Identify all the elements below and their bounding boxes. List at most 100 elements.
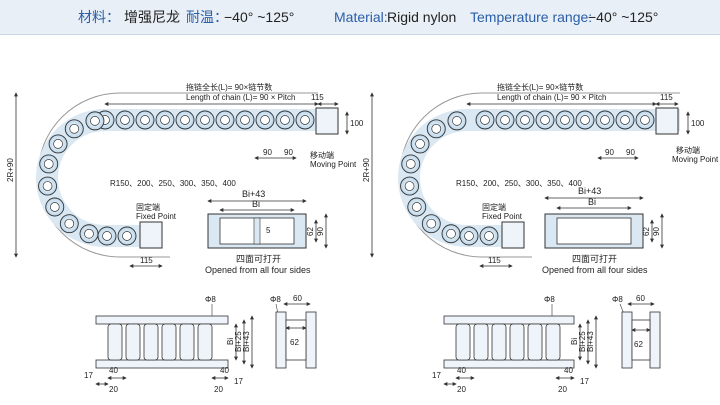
left-section-view: Bi+43 Bi 5 62 90 四面可打开 Opened from all f… bbox=[205, 189, 328, 275]
plan-link bbox=[491, 323, 507, 361]
bl-bottom-bracket bbox=[95, 359, 229, 369]
left-dim-90-b: 90 bbox=[284, 148, 293, 157]
right-dim-115-top: 115 bbox=[660, 93, 673, 102]
left-chain-view: 拖链全长(L)= 90×链节数 Length of chain (L)= 90 … bbox=[6, 82, 364, 268]
bl-top-bracket bbox=[95, 315, 229, 325]
right-chain-links bbox=[400, 110, 655, 246]
chain-link-pin bbox=[64, 218, 75, 229]
chain-link-pin bbox=[220, 115, 230, 125]
left-chain-links bbox=[38, 110, 315, 246]
left-dim-115-bottom: 115 bbox=[140, 256, 153, 265]
br-20b: 20 bbox=[558, 385, 567, 394]
chain-link-pin bbox=[49, 202, 60, 212]
bl-40b: 40 bbox=[220, 366, 229, 375]
chain-link-pin bbox=[452, 116, 462, 126]
brb-right-plate bbox=[649, 311, 661, 369]
left-fixed-cn: 固定端 bbox=[136, 202, 160, 212]
right-fixed-en: Fixed Point bbox=[482, 212, 523, 221]
chain-link-pin bbox=[53, 139, 63, 149]
right-dim-100: 100 bbox=[691, 119, 705, 128]
blb-body bbox=[285, 319, 307, 361]
plan-link bbox=[527, 323, 543, 361]
right-dim-115-bottom: 115 bbox=[488, 256, 501, 265]
temp-value-en: −40° ~125° bbox=[588, 9, 659, 25]
temp-label-en: Temperature range: bbox=[470, 9, 593, 25]
left-fixed-bracket bbox=[139, 221, 163, 249]
chain-link-pin bbox=[480, 115, 490, 125]
left-sec-90: 90 bbox=[316, 227, 325, 236]
chain-link-pin bbox=[300, 115, 310, 125]
br-bottom-bracket bbox=[443, 359, 575, 369]
left-dim-90-a: 90 bbox=[263, 148, 272, 157]
plan-link bbox=[545, 323, 561, 361]
bl-20b: 20 bbox=[214, 385, 223, 394]
blb-60: 60 bbox=[293, 294, 302, 303]
chain-link-pin bbox=[640, 115, 650, 125]
plan-link bbox=[125, 323, 141, 361]
left-radius: R150、200、250、300、350、400 bbox=[110, 179, 236, 188]
bl-plan-links bbox=[107, 323, 213, 361]
chain-link-pin bbox=[426, 218, 437, 229]
left-caption-cn: 四面可打开 bbox=[236, 253, 281, 264]
brb-left-plate bbox=[621, 311, 633, 369]
bl-17: 17 bbox=[84, 371, 93, 380]
right-fixed-bracket bbox=[501, 221, 525, 249]
bl-bi25: Bi+25 bbox=[234, 331, 243, 352]
chain-link-pin bbox=[200, 115, 210, 125]
right-radius: R150、200、250、300、350、400 bbox=[456, 179, 582, 188]
right-sec-62: 62 bbox=[642, 227, 651, 236]
left-moving-cn: 移动端 bbox=[310, 150, 334, 160]
bl-17b: 17 bbox=[234, 377, 243, 386]
chain-link-pin bbox=[560, 115, 570, 125]
chain-link-pin bbox=[464, 231, 474, 241]
chain-link-pin bbox=[43, 159, 54, 169]
chain-link-pin bbox=[484, 231, 494, 241]
left-dim-100: 100 bbox=[350, 119, 364, 128]
bottom-left-plan: Φ8 Bi Bi+25 Bi+43 17 40 20 40 20 17 bbox=[84, 295, 254, 394]
right-sec-90: 90 bbox=[652, 227, 661, 236]
br-top-bracket bbox=[443, 315, 575, 325]
right-section-inner bbox=[556, 217, 632, 245]
bottom-left-bracket: Φ8 60 62 bbox=[270, 294, 317, 369]
chain-link-pin bbox=[446, 228, 456, 239]
chain-link-pin bbox=[84, 228, 94, 239]
br-17: 17 bbox=[432, 371, 441, 380]
br-plan-links bbox=[455, 323, 561, 361]
spec-banner: 材料： 增强尼龙 耐温： −40° ~125° Material: Rigid … bbox=[0, 0, 720, 35]
blb-right-plate bbox=[305, 311, 317, 369]
chain-link-pin bbox=[404, 181, 415, 191]
chain-link-pin bbox=[405, 159, 416, 169]
bottom-right-plan: Φ8 Bi Bi+25 Bi+43 17 40 20 40 20 17 bbox=[432, 295, 598, 394]
chain-link-pin bbox=[620, 115, 630, 125]
right-fixed-cn: 固定端 bbox=[482, 202, 506, 212]
bl-bi: Bi bbox=[226, 338, 235, 345]
bl-40: 40 bbox=[109, 366, 118, 375]
right-sec-bi43: Bi+43 bbox=[578, 186, 601, 196]
chain-link-pin bbox=[415, 139, 425, 149]
brb-62: 62 bbox=[634, 340, 643, 349]
chain-link-pin bbox=[120, 115, 130, 125]
right-moving-bracket bbox=[655, 107, 679, 135]
chain-link-pin bbox=[90, 116, 100, 126]
chain-link-pin bbox=[180, 115, 190, 125]
right-caption-cn: 四面可打开 bbox=[572, 253, 617, 264]
right-length-en: Length of chain (L)= 90 × Pitch bbox=[497, 93, 606, 102]
chain-link-pin bbox=[600, 115, 610, 125]
chain-link-pin bbox=[280, 115, 290, 125]
blb-phi8: Φ8 bbox=[270, 295, 281, 304]
chain-link-pin bbox=[42, 181, 53, 191]
br-40: 40 bbox=[457, 366, 466, 375]
right-dim-2r90: 2R+90 bbox=[362, 158, 371, 182]
left-length-en: Length of chain (L)= 90 × Pitch bbox=[186, 93, 295, 102]
br-17b: 17 bbox=[580, 377, 589, 386]
plan-link bbox=[197, 323, 213, 361]
blb-62: 62 bbox=[290, 338, 299, 347]
blb-left-plate bbox=[275, 311, 287, 369]
left-dim-2r90: 2R+90 bbox=[6, 158, 15, 182]
chain-link-pin bbox=[160, 115, 170, 125]
left-sec-bi: Bi bbox=[252, 199, 260, 209]
br-20: 20 bbox=[457, 385, 466, 394]
material-label-en: Material: bbox=[334, 9, 388, 25]
right-moving-en: Moving Point bbox=[672, 155, 719, 164]
